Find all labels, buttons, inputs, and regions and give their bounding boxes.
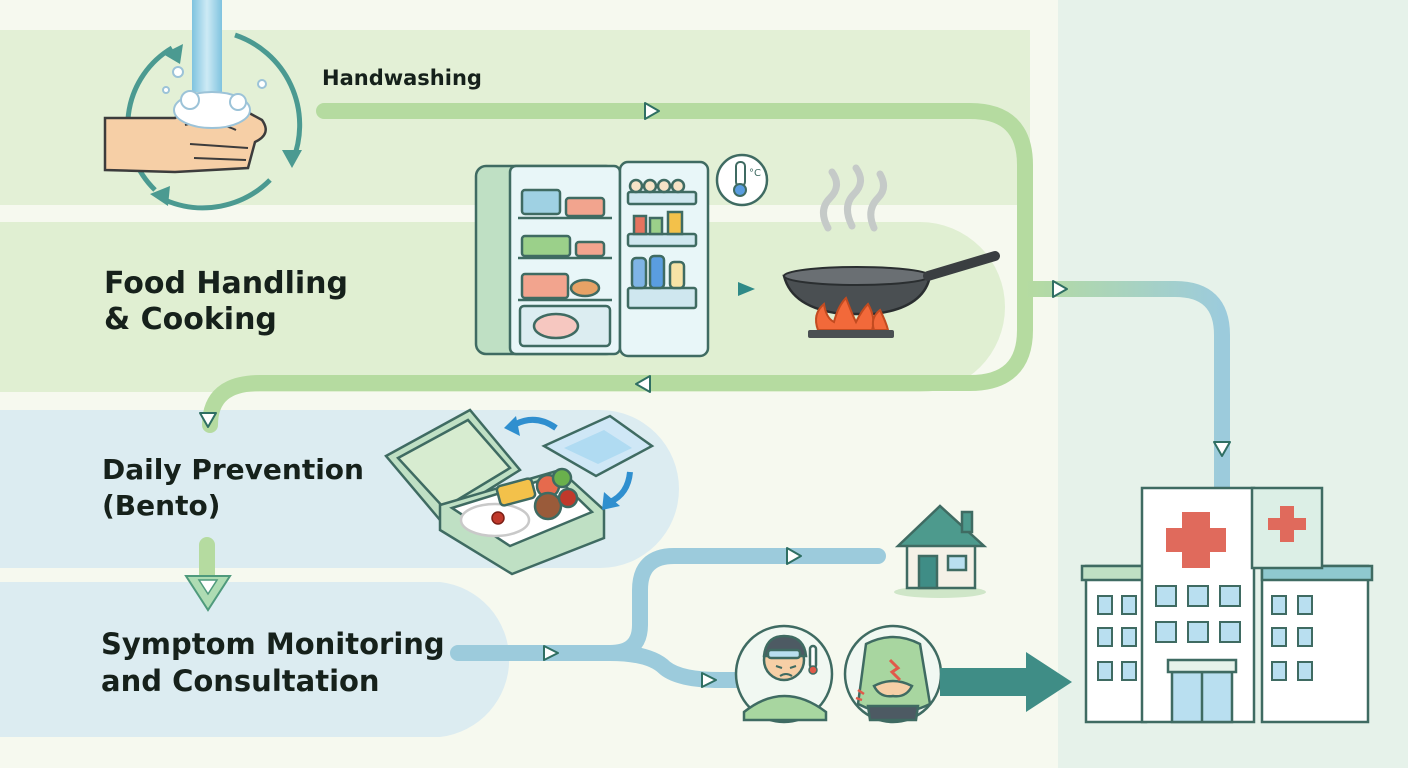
stage-label-symptom-monitoring: Symptom Monitoring and Consultation xyxy=(101,626,445,700)
stage-label-line: (Bento) xyxy=(102,489,221,522)
house-illustration xyxy=(894,504,988,598)
stage-label-food-handling: Food Handling & Cooking xyxy=(104,266,348,338)
thermometer-icon: °C xyxy=(715,153,769,207)
stage-label-line: Daily Prevention xyxy=(102,453,364,486)
fever-person-illustration xyxy=(734,624,834,724)
arrow-right-icon xyxy=(786,547,802,565)
path-handwashing-to-food xyxy=(202,103,1033,433)
frying-pan-illustration xyxy=(782,164,1000,338)
arrow-down-icon xyxy=(199,412,217,428)
hospital-illustration xyxy=(1080,486,1374,724)
arrow-right-icon xyxy=(1052,280,1068,298)
arrow-right-icon xyxy=(543,645,559,661)
stage-label-line: Symptom Monitoring xyxy=(101,627,445,661)
arrow-right-icon xyxy=(738,282,755,296)
path-food-to-hospital xyxy=(1017,281,1230,498)
stomachache-person-illustration xyxy=(843,624,943,724)
stage-label-handwashing: Handwashing xyxy=(322,66,482,90)
arrow-right-icon xyxy=(644,102,660,120)
stage-label-line: and Consultation xyxy=(101,664,380,698)
stage-label-line: Handwashing xyxy=(322,66,482,90)
handwashing-illustration xyxy=(103,0,303,211)
stage-label-daily-prevention: Daily Prevention (Bento) xyxy=(102,452,364,524)
direction-arrows xyxy=(199,102,1231,688)
fridge-illustration xyxy=(474,160,710,358)
arrow-down-icon xyxy=(1213,441,1231,457)
arrow-right-icon xyxy=(701,672,717,688)
arrow-left-icon xyxy=(635,375,651,393)
stage-label-line: & Cooking xyxy=(104,302,277,337)
stage-label-line: Food Handling xyxy=(104,266,348,301)
bento-illustration xyxy=(384,408,655,576)
arrow-to-hospital-icon xyxy=(940,652,1072,712)
arrow-down-inner-icon xyxy=(197,579,219,596)
thermometer-unit: °C xyxy=(749,168,761,179)
